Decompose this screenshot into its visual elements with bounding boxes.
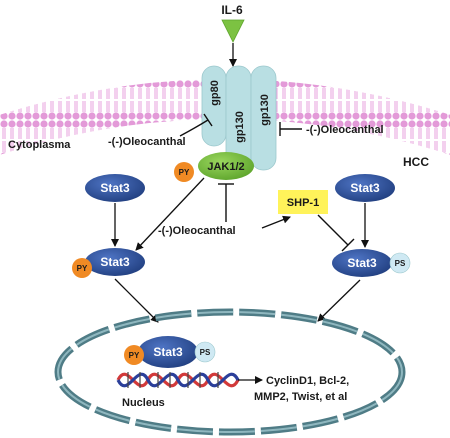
gp130-receptor-2 — [250, 65, 277, 171]
py-mid-label: PY — [77, 264, 88, 273]
jak-to-stat3-arrow — [135, 177, 205, 251]
stat3-mid-right-node — [332, 249, 392, 277]
receptor-complex: gp80 gp130 gp130 — [201, 65, 277, 171]
inhibit-bar-shp1 — [341, 238, 355, 252]
stat3-top-left-node — [85, 174, 145, 202]
oleocanthal-to-shp1-arrow — [261, 215, 291, 229]
stat3-right-to-nucleus-arrow — [317, 279, 361, 322]
py-jak-label: PY — [179, 168, 190, 177]
jak-node — [198, 152, 254, 180]
shp1-label: SHP-1 — [287, 197, 319, 209]
py-nucleus-badge — [124, 345, 144, 365]
ps-nucleus-badge — [194, 341, 216, 363]
il6-label: IL-6 — [221, 3, 243, 17]
stat3-mid-right-label: Stat3 — [347, 256, 377, 270]
targets-line1: CyclinD1, Bcl-2, — [266, 375, 349, 387]
ps-nucleus-label: PS — [200, 348, 211, 357]
oleocanthal-membrane-label: -(-)Oleocanthal — [108, 136, 186, 148]
py-mid-badge — [72, 258, 92, 278]
ps-mid-label: PS — [395, 259, 406, 268]
gp130-label-2: gp130 — [259, 94, 271, 126]
py-jak-badge — [174, 162, 194, 182]
stat3-nucleus-label: Stat3 — [153, 345, 183, 359]
hcc-label: HCC — [403, 155, 429, 169]
shp1-node — [278, 190, 328, 214]
stat3-top-left-label: Stat3 — [100, 181, 130, 195]
oleocanthal-center-label: -(-)Oleocanthal — [158, 225, 236, 237]
stat3-nucleus-node — [138, 336, 198, 368]
oleocanthal-gp80-inhibition — [179, 119, 209, 137]
il6-triangle-icon — [221, 19, 245, 43]
py-nucleus-label: PY — [129, 351, 140, 360]
stat3-left-to-nucleus-arrow — [114, 278, 159, 323]
dna-helix-icon — [116, 372, 240, 388]
targets-line2: MMP2, Twist, et al — [254, 391, 347, 403]
stat3-mid-left-label: Stat3 — [100, 255, 130, 269]
shp1-stat3-inhibition — [317, 214, 349, 246]
gp130-label-1: gp130 — [234, 111, 246, 143]
nucleus — [54, 308, 406, 436]
inhibit-bar-gp80 — [203, 113, 213, 127]
cytoplasma-label: Cytoplasma — [8, 139, 71, 151]
jak-label: JAK1/2 — [207, 161, 244, 173]
stat3-mid-left-node — [85, 248, 145, 276]
oleocanthal-right-label: -(-)Oleocanthal — [306, 124, 384, 136]
gp80-label: gp80 — [209, 80, 221, 106]
stat3-top-right-label: Stat3 — [350, 181, 380, 195]
nucleus-label: Nucleus — [122, 397, 165, 409]
ps-mid-badge — [389, 252, 411, 274]
stat3-top-right-node — [335, 174, 395, 202]
